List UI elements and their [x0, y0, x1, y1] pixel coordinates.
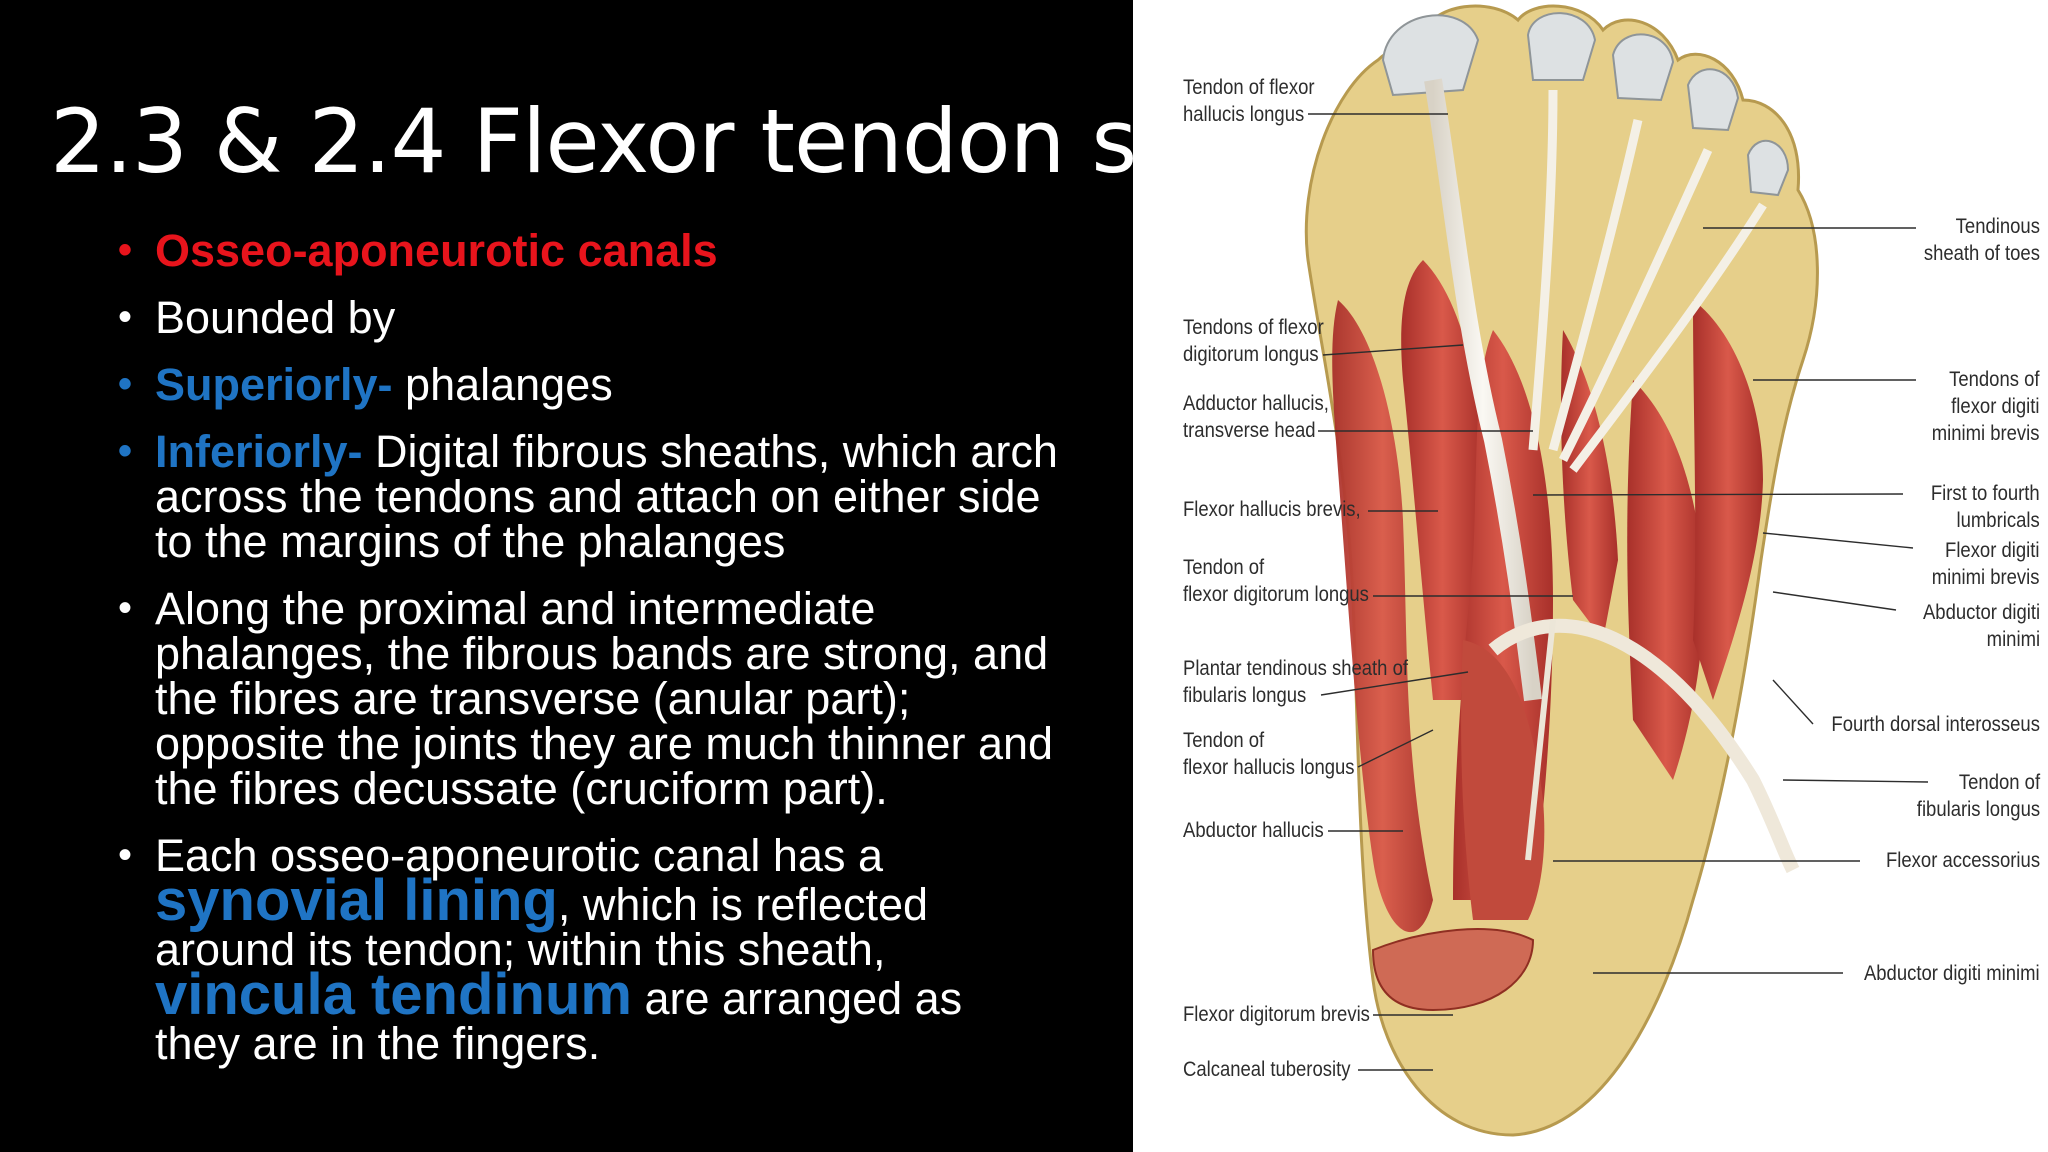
figure-label: Flexor digitorum brevis [1183, 1003, 1370, 1026]
figure-label: Tendon of flexor digitorum longus [1183, 556, 1369, 606]
bullet-heading: Inferiorly- [155, 426, 363, 477]
bullet-text: are arranged as they are in the fingers. [155, 973, 963, 1069]
bullet-item: • Along the proximal and intermediate ph… [118, 586, 1058, 811]
bullet-text: , which is reflected around its tendon; … [155, 879, 929, 975]
bullet-item: • Bounded by [118, 295, 1058, 340]
figure-label: Flexor accessorius [1885, 849, 2040, 872]
figure-label: Tendon of flexor hallucis longus [1183, 729, 1355, 779]
figure-label: Fourth dorsal interosseus [1831, 713, 2040, 736]
figure-label: Abductor digiti minimi [1922, 601, 2040, 651]
bullet-dot: • [118, 228, 133, 272]
bullet-heading: Osseo-aponeurotic canals [155, 225, 718, 276]
bullet-dot: • [118, 586, 133, 630]
figure-label: Abductor hallucis [1183, 819, 1324, 842]
leader-lines [1308, 113, 1929, 1071]
figure-label: Calcaneal tuberosity [1183, 1058, 1351, 1081]
bullet-text: Digital fibrous sheaths, which arch acro… [155, 426, 1058, 567]
figure-label: Flexor hallucis brevis, [1183, 498, 1361, 521]
figure-label: Tendon of fibularis longus [1916, 771, 2040, 821]
bullet-item: • Each osseo-aponeurotic canal has a syn… [118, 833, 1058, 1066]
bullet-item: • Superiorly- phalanges [118, 362, 1058, 407]
figure-label: Tendons of flexor digiti minimi brevis [1932, 368, 2040, 445]
bullet-text: Each osseo-aponeurotic canal has a [155, 830, 883, 881]
bullet-item: • Inferiorly- Digital fibrous sheaths, w… [118, 429, 1058, 564]
figure-label: Abductor digiti minimi [1864, 962, 2040, 985]
foot-anatomy-figure: Tendon of flexor hallucis longus Tendons… [1133, 0, 2048, 1152]
foot-illustration [1304, 4, 1819, 1137]
bullet-dot: • [118, 429, 133, 473]
bullet-dot: • [118, 295, 133, 339]
figure-label: Tendon of flexor hallucis longus [1183, 76, 1315, 126]
figure-label: Tendons of flexor digitorum longus [1183, 316, 1324, 366]
bullet-dot: • [118, 833, 133, 877]
bullet-text: Along the proximal and intermediate phal… [155, 583, 1054, 814]
bullet-item: • Osseo-aponeurotic canals [118, 228, 1058, 273]
bullet-heading: Superiorly- [155, 359, 393, 410]
bullet-list: • Osseo-aponeurotic canals • Bounded by … [118, 228, 1058, 1066]
highlight-term: synovial lining [155, 868, 558, 933]
bullet-dot: • [118, 362, 133, 406]
figure-label: Adductor hallucis, transverse head [1183, 392, 1329, 442]
bullet-text: Bounded by [155, 292, 396, 343]
figure-label: First to fourth lumbricals [1931, 482, 2040, 532]
bullet-text: phalanges [392, 359, 613, 410]
slide-title: 2.3 & 2.4 Flexor tendon sheat [50, 90, 1332, 193]
figure-label: Flexor digiti minimi brevis [1932, 539, 2040, 589]
highlight-term: vincula tendinum [155, 962, 632, 1027]
figure-label: Tendinous sheath of toes [1923, 215, 2040, 265]
figure-label: Plantar tendinous sheath of fibularis lo… [1183, 657, 1409, 707]
